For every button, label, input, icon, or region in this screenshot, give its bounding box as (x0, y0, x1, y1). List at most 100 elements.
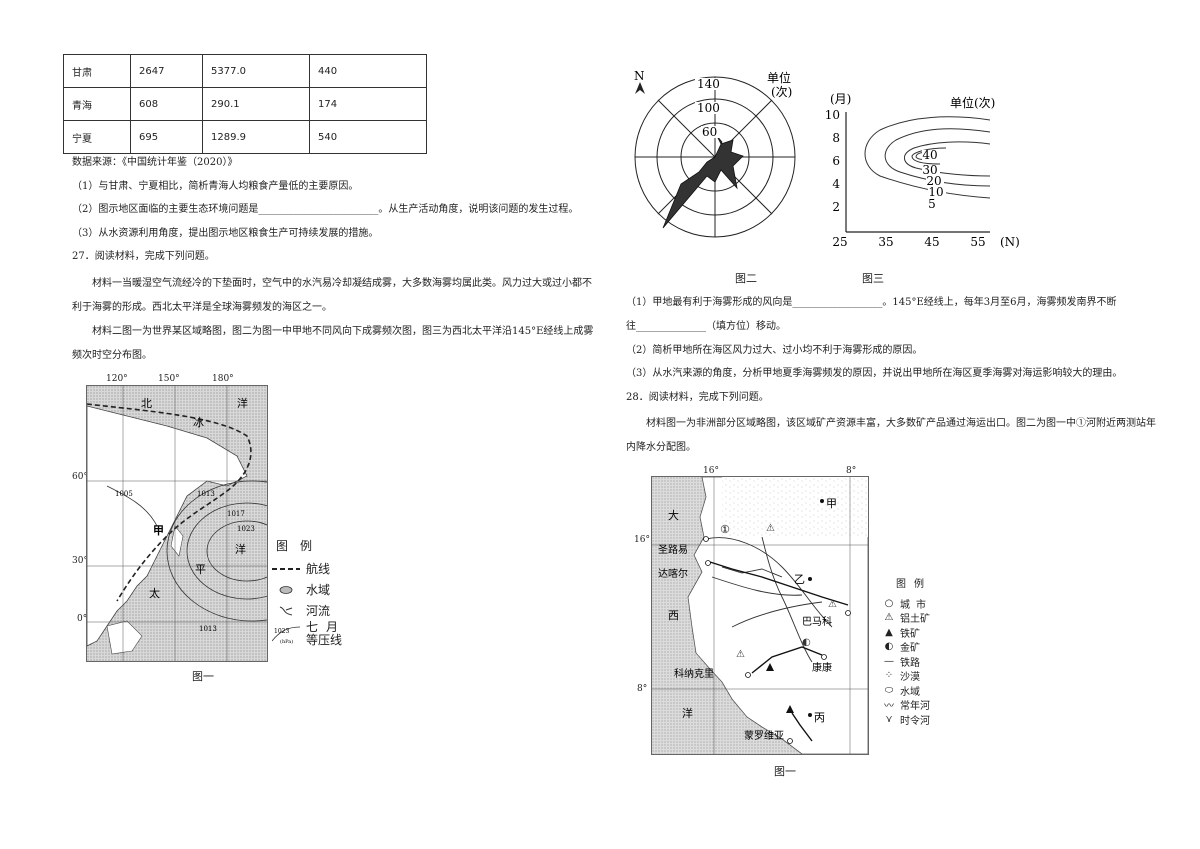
isobar-label: 1023 (237, 525, 255, 533)
map1-label-jia: 甲 (153, 524, 164, 537)
contour-caption: 图三 (862, 272, 884, 285)
legend-item: ⁘沙漠 (878, 669, 958, 684)
rose-unit2: (次) (771, 85, 792, 99)
contour-level: 30 (922, 163, 937, 177)
svg-text:⚠: ⚠ (736, 649, 745, 660)
ring-label: 60 (702, 125, 717, 139)
map1-caption: 图一 (192, 670, 214, 683)
sea-label: 洋 (682, 706, 693, 720)
q27-material1: 材料一当暖湿空气流经冷的下垫面时，空气中的水汽易冷却凝结成雾，大多数海雾均属此类… (72, 278, 592, 313)
legend-item: 航线 (272, 558, 352, 579)
gold-ore-icon: ◐ (884, 641, 894, 653)
q26-2: （2）图示地区面临的主要生态环境问题是_____________________… (72, 204, 579, 215)
rose-caption: 图二 (735, 272, 757, 285)
table-cell: 695 (130, 120, 203, 154)
isobar-label: 1005 (115, 490, 133, 498)
railway-icon: — (884, 655, 894, 667)
legend-label: 城市 (900, 599, 932, 611)
contour-level: 5 (928, 197, 936, 211)
table-cell: 5377.0 (202, 54, 310, 88)
legend-item: 河流 (272, 600, 352, 621)
map2-drawing: 甲 乙 丙 ① 圣路易 达喀尔 巴马科 科纳克里 康康 蒙罗维亚 大 西 洋 ⚠… (652, 476, 869, 755)
wind-rose-figure: N 140 100 60 单位 (次) (625, 66, 810, 246)
x-tick: 45 (924, 235, 939, 249)
legend-label: 时令河 (900, 715, 930, 727)
contour-ylabel: (月) (830, 92, 851, 106)
isobar-label: 1017 (227, 510, 245, 518)
map1-label-north: 北 (141, 397, 152, 410)
water-icon (279, 585, 293, 594)
x-tick: 35 (878, 235, 893, 249)
legend-label: 沙漠 (900, 672, 920, 684)
legend-item: —铁路 (878, 654, 958, 669)
contour-unit: 单位(次) (950, 95, 995, 110)
map1-figure: 北 冰 洋 洋 平 太 甲 1005 1013 1017 1023 1013 (86, 385, 338, 662)
q27-2: （2）简析甲地所在海区风力过大、过小均不利于海雾形成的原因。 (626, 345, 923, 356)
q27-1b: 往______________（填方位）移动。 (626, 321, 786, 332)
place-dakar: 达喀尔 (658, 567, 688, 580)
map1-label-ocean: 洋 (237, 396, 248, 410)
map1-drawing: 北 冰 洋 洋 平 太 甲 1005 1013 1017 1023 1013 (86, 386, 338, 661)
legend-title: 图例 (276, 539, 325, 553)
lon-tick: 180° (212, 374, 234, 384)
table-row: 青海 608 290.1 174 (63, 87, 427, 121)
y-tick: 10 (825, 108, 840, 122)
contour-level: 20 (926, 174, 941, 188)
isobar-unit: (hPa) (280, 638, 293, 645)
contour-level: 10 (928, 185, 943, 199)
q27-title: 27．阅读材料，完成下列问题。 (72, 251, 215, 262)
legend-item: ⬭水域 (878, 683, 958, 698)
seasonal-river-icon: ⋎ (885, 713, 893, 725)
y-tick: 4 (832, 177, 840, 191)
contour-figure: (月) 单位(次) 10 8 6 4 2 25 35 45 55 (N) 40 (820, 86, 1020, 256)
q28-title: 28．阅读材料，完成下列问题。 (626, 392, 769, 403)
y-tick: 8 (832, 131, 840, 145)
lon-tick: 150° (158, 374, 180, 384)
place-kankan: 康康 (812, 661, 832, 674)
place-stlouis: 圣路易 (658, 543, 688, 556)
map1-label-yang: 洋 (235, 542, 246, 556)
y-tick: 6 (832, 154, 840, 168)
bauxite-icon: ⚠ (884, 612, 894, 624)
map2-legend: 图例 ○城市 ⚠铝土矿 ▲铁矿 ◐金矿 —铁路 ⁘沙漠 ⬭水域 〰常年河 ⋎时令… (878, 575, 958, 727)
contour-drawing: (月) 单位(次) 10 8 6 4 2 25 35 45 55 (N) 40 (825, 92, 1020, 249)
x-tick: 55 (970, 235, 985, 249)
legend-item: 1023 (hPa) 七月 等压线 (272, 621, 352, 651)
isobar-label: 1013 (199, 625, 217, 633)
map2-figure: 甲 乙 丙 ① 圣路易 达喀尔 巴马科 科纳克里 康康 蒙罗维亚 大 西 洋 ⚠… (651, 476, 869, 755)
rose-unit: 单位 (767, 70, 791, 85)
legend-item: ⚠ 铝土矿 (878, 611, 958, 626)
wind-rose-drawing: N 140 100 60 单位 (次) (634, 69, 796, 238)
place-monrovia: 蒙罗维亚 (744, 729, 784, 742)
legend-label: 金矿 (900, 643, 920, 655)
grain-table: 甘肃 2647 5377.0 440 青海 608 290.1 174 宁夏 6… (63, 54, 427, 154)
svg-text:⚠: ⚠ (828, 599, 837, 610)
table-cell: 宁夏 (63, 120, 131, 154)
isobar-sample: 1023 (274, 628, 289, 635)
legend-label: 河流 (306, 604, 331, 618)
sea-label: 大 (668, 508, 679, 522)
lon-tick: 16° (703, 466, 719, 476)
legend-item: ○ 城市 (878, 596, 958, 611)
table-cell: 290.1 (202, 87, 310, 121)
legend-item: ◐ 金矿 (878, 640, 958, 655)
table-cell: 2647 (130, 54, 203, 88)
map1-label-tai: 太 (149, 587, 160, 600)
city-icon: ○ (884, 597, 894, 609)
lon-tick: 120° (106, 374, 128, 384)
route-icon (272, 567, 300, 570)
q27-3: （3）从水汽来源的角度，分析甲地夏季海雾频发的原因，并说出甲地所在海区夏季海雾对… (626, 368, 1123, 379)
iron-ore-icon: ▲ (885, 626, 893, 638)
legend-label: 常年河 (900, 701, 930, 713)
legend-title: 图例 (896, 579, 932, 590)
table-cell: 608 (130, 87, 203, 121)
lat-tick: 8° (637, 684, 648, 694)
x-unit: (N) (1000, 235, 1020, 249)
table-source: 数据来源：《中国统计年鉴（2020）》 (72, 157, 238, 168)
legend-item: 〰常年河 (878, 698, 958, 713)
legend-label: 铝土矿 (900, 614, 930, 626)
table-cell: 174 (309, 87, 427, 121)
legend-item: ⋎ 时令河 (878, 712, 958, 727)
y-tick: 2 (832, 200, 840, 214)
table-cell: 青海 (63, 87, 131, 121)
